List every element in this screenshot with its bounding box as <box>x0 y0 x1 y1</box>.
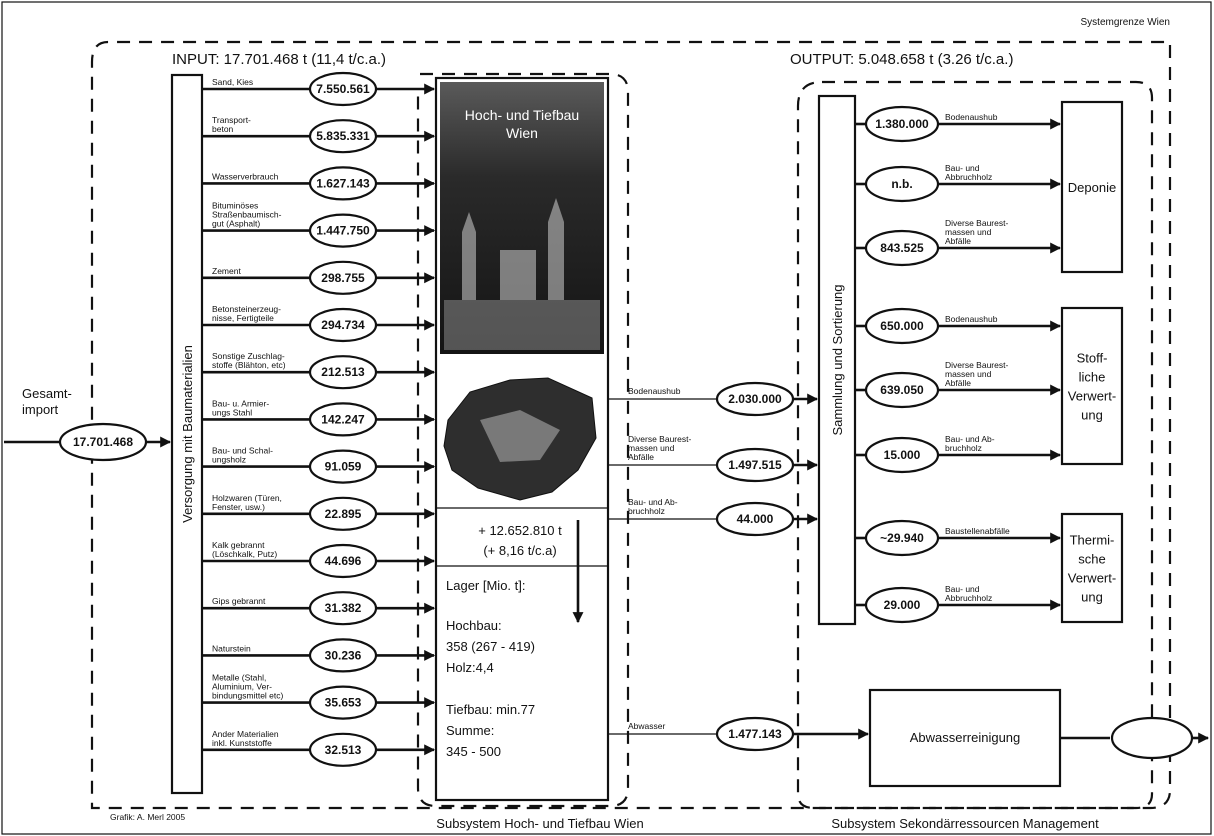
input-label: nisse, Fertigteile <box>212 313 274 323</box>
input-label: Zement <box>212 266 241 276</box>
import-label-line1: Gesamt- <box>22 386 72 401</box>
input-label: gut (Asphalt) <box>212 219 260 229</box>
input-value: 1.627.143 <box>316 176 370 190</box>
input-value: 31.382 <box>325 601 362 615</box>
photo-title-line2: Wien <box>506 125 538 141</box>
system-boundary-label: Systemgrenze Wien <box>1081 17 1170 28</box>
output-label: Abbruchholz <box>945 593 992 603</box>
input-label: (Löschkalk, Putz) <box>212 549 277 559</box>
destination-label-line: ung <box>1081 590 1103 605</box>
output-value: 15.000 <box>884 448 921 462</box>
destination-label-line: sche <box>1078 552 1105 567</box>
middle-value: 2.030.000 <box>728 392 782 406</box>
input-value: 22.895 <box>325 507 362 521</box>
input-value: 32.513 <box>325 743 362 757</box>
input-value: 1.447.750 <box>316 224 370 238</box>
photo-title-line1: Hoch- und Tiefbau <box>465 107 579 123</box>
input-label: beton <box>212 124 234 134</box>
input-value: 298.755 <box>321 271 365 285</box>
output-value: n.b. <box>891 177 912 191</box>
middle-label: Bodenaushub <box>628 386 681 396</box>
input-label: ungsholz <box>212 455 246 465</box>
sorting-box-label: Sammlung und Sortierung <box>830 284 845 435</box>
stock-line: Tiefbau: min.77 <box>446 702 535 717</box>
destination-label-line: Verwert- <box>1068 571 1116 586</box>
output-label: bruchholz <box>945 443 982 453</box>
input-value: 44.696 <box>325 554 362 568</box>
abwasser-box-label: Abwasserreinigung <box>910 730 1021 745</box>
input-value: 212.513 <box>321 365 365 379</box>
middle-label: Abfälle <box>628 452 654 462</box>
stock-line: 345 - 500 <box>446 744 501 759</box>
stoff-box <box>1062 308 1122 464</box>
input-label: Fenster, usw.) <box>212 502 265 512</box>
input-label: ungs Stahl <box>212 407 252 417</box>
input-label: Gips gebrannt <box>212 596 266 606</box>
import-label-line2: import <box>22 402 59 417</box>
growth-line2: (+ 8,16 t/c.a) <box>483 543 556 558</box>
destination-label-line: ung <box>1081 408 1103 423</box>
middle-label: Abwasser <box>628 721 665 731</box>
destination-label-line: Deponie <box>1068 180 1116 195</box>
input-value: 142.247 <box>321 412 365 426</box>
input-value: 30.236 <box>325 648 362 662</box>
middle-value: 1.497.515 <box>728 458 782 472</box>
import-value: 17.701.468 <box>73 435 133 449</box>
middle-value: 1.477.143 <box>728 727 782 741</box>
deponie-label: Deponie <box>1068 180 1116 195</box>
input-header: INPUT: 17.701.468 t (11,4 t/c.a.) <box>172 51 386 68</box>
output-label: Bodenaushub <box>945 314 998 324</box>
input-value: 5.835.331 <box>316 129 370 143</box>
stock-line: Summe: <box>446 723 494 738</box>
stock-line: 358 (267 - 419) <box>446 639 535 654</box>
supply-box-label: Versorgung mit Baumaterialien <box>180 345 195 523</box>
growth-line1: + 12.652.810 t <box>478 523 562 538</box>
output-value: 29.000 <box>884 598 921 612</box>
abwasser-out-ellipse <box>1112 718 1192 758</box>
output-header: OUTPUT: 5.048.658 t (3.26 t/c.a.) <box>790 51 1013 68</box>
input-value: 294.734 <box>321 318 365 332</box>
input-value: 91.059 <box>325 460 362 474</box>
output-label: Abfälle <box>945 236 971 246</box>
output-label: Bodenaushub <box>945 112 998 122</box>
output-label: Abbruchholz <box>945 172 992 182</box>
input-label: Wasserverbrauch <box>212 171 279 181</box>
middle-label: bruchholz <box>628 506 665 516</box>
input-label: Naturstein <box>212 643 251 653</box>
subsystem-secondary-label: Subsystem Sekondärressourcen Management <box>831 816 1099 831</box>
stock-line: Holz:4,4 <box>446 660 494 675</box>
credit: Grafik: A. Merl 2005 <box>110 812 185 822</box>
middle-value: 44.000 <box>737 512 774 526</box>
input-label: stoffe (Blähton, etc) <box>212 360 286 370</box>
stock-line: Hochbau: <box>446 618 502 633</box>
destination-label-line: liche <box>1079 370 1106 385</box>
output-label: Abfälle <box>945 378 971 388</box>
thermisch-box <box>1062 514 1122 622</box>
output-value: ~29.940 <box>880 531 924 545</box>
destination-label-line: Thermi- <box>1070 533 1115 548</box>
destination-label-line: Verwert- <box>1068 389 1116 404</box>
subsystem-building-label: Subsystem Hoch- und Tiefbau Wien <box>436 816 643 831</box>
destination-label-line: Stoff- <box>1077 351 1108 366</box>
stock-title: Lager [Mio. t]: <box>446 578 525 593</box>
output-label: Baustellenabfälle <box>945 526 1010 536</box>
input-value: 35.653 <box>325 696 362 710</box>
input-label: bindungsmittel etc) <box>212 691 284 701</box>
output-value: 843.525 <box>880 241 924 255</box>
input-label: inkl. Kunststoffe <box>212 738 272 748</box>
input-label: Sand, Kies <box>212 77 253 87</box>
output-value: 639.050 <box>880 383 924 397</box>
output-value: 1.380.000 <box>875 117 929 131</box>
output-value: 650.000 <box>880 319 924 333</box>
input-value: 7.550.561 <box>316 82 370 96</box>
